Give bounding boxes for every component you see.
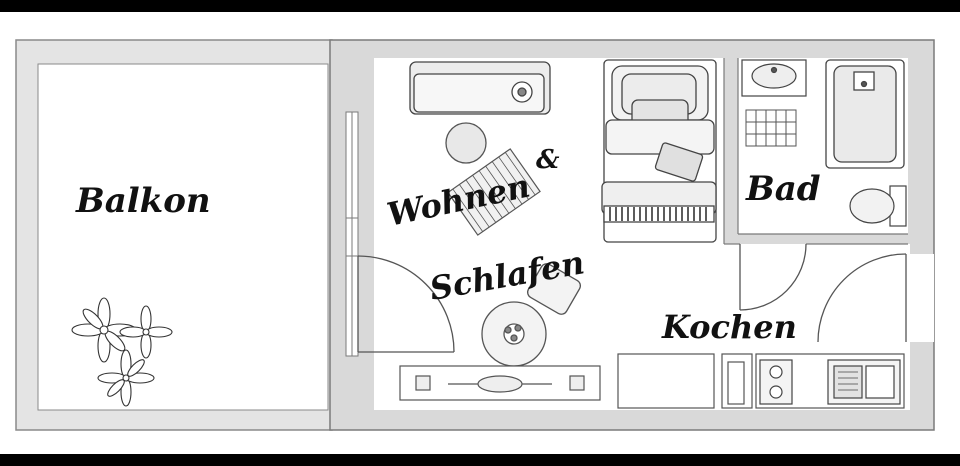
balcony-door xyxy=(357,255,455,353)
entrance-door xyxy=(817,253,907,343)
stove-icon xyxy=(759,359,793,405)
balcony-window xyxy=(345,111,359,357)
dining-table-icon xyxy=(481,301,547,367)
bottom-frame-bar xyxy=(0,454,960,466)
toilet-icon xyxy=(849,185,907,227)
chair-icon xyxy=(526,263,582,315)
plant-icon xyxy=(71,297,173,407)
room-label-balkon: Balkon xyxy=(75,181,211,221)
room-label-kochen: Kochen xyxy=(661,308,797,346)
room-label-bad: Bad xyxy=(745,169,821,209)
rug-icon xyxy=(447,148,541,236)
top-frame-bar xyxy=(0,0,960,12)
sink-icon xyxy=(741,59,807,97)
sofa-icon xyxy=(409,61,551,115)
kitchen-sink-icon xyxy=(827,359,901,405)
bed-icon xyxy=(601,59,717,243)
room-label-ampersand: & xyxy=(536,145,560,175)
bathtub-icon xyxy=(825,59,905,169)
coffee-table-icon xyxy=(445,122,487,164)
desk-icon xyxy=(399,365,601,401)
bath-mat-icon xyxy=(745,109,797,147)
balcony xyxy=(15,39,333,431)
bathroom-door xyxy=(739,243,807,311)
